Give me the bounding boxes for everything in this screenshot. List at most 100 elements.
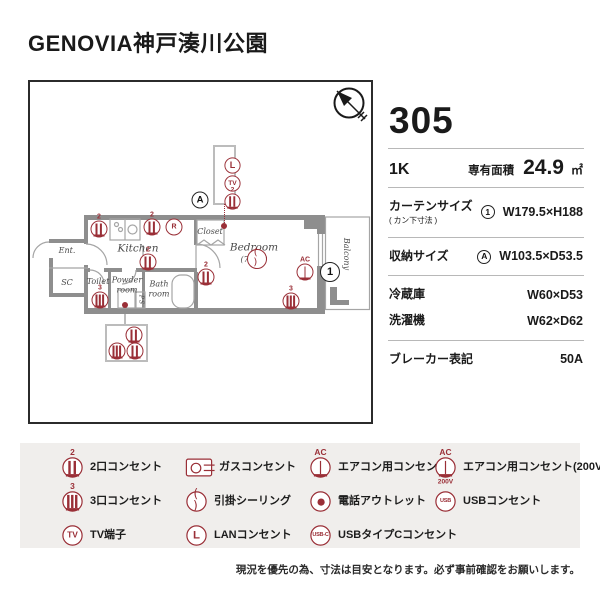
unit-info-panel: 305 1K 専有面積 24.9 ㎡ カーテンサイズ ( カン下寸法 ) 1 W… bbox=[388, 92, 584, 378]
divider bbox=[388, 236, 584, 238]
room-label-powder-room: Powder room bbox=[111, 275, 143, 294]
floor-plan-box: L TV 2 A Ent. SC Toilet Powder room Bath… bbox=[28, 80, 373, 424]
ac-outlet-icon: AC bbox=[310, 448, 331, 478]
washer-row: 洗濯機 W62×D62 bbox=[389, 308, 583, 334]
room-label-kitchen: Kitchen bbox=[117, 242, 159, 255]
marker-letter: A bbox=[196, 194, 204, 206]
legend-item: ガスコンセント bbox=[185, 450, 296, 484]
area-label: 専有面積 bbox=[468, 165, 515, 177]
marker-letter: A bbox=[481, 251, 488, 262]
layout-type: 1K bbox=[389, 161, 410, 178]
property-title: GENOVIA神戸湊川公園 bbox=[28, 31, 268, 56]
legend-column-3: AC エアコン用コンセント 電話アウトレット USB-C USBタイプCコンセン… bbox=[310, 448, 458, 552]
divider bbox=[388, 339, 584, 341]
legend-label: 引掛シーリング bbox=[214, 494, 291, 507]
room-label-closet: Closet bbox=[197, 227, 223, 237]
tv-terminal-icon: TV bbox=[224, 175, 241, 192]
phone-outlet-icon bbox=[310, 490, 331, 512]
tv-letter: TV bbox=[67, 530, 78, 540]
gas-outlet-icon bbox=[185, 458, 215, 476]
legend-item: 電話アウトレット bbox=[310, 484, 457, 518]
legend-column-2: ガスコンセント 引掛シーリング L LANコンセント bbox=[185, 450, 296, 552]
breaker-label: ブレーカー表記 bbox=[389, 351, 474, 366]
marker-letter: R bbox=[171, 223, 177, 231]
marker-number: 1 bbox=[485, 207, 491, 218]
tv-letter: TV bbox=[228, 180, 237, 187]
legend-label: LANコンセント bbox=[214, 528, 292, 541]
port-count: 3 bbox=[70, 482, 75, 491]
floor-plan: L TV 2 A Ent. SC Toilet Powder room Bath… bbox=[30, 82, 371, 422]
lan-outlet-icon: L bbox=[186, 524, 207, 546]
legend-label: USBタイプCコンセント bbox=[338, 528, 458, 541]
legend-item: USB-C USBタイプCコンセント bbox=[310, 518, 458, 552]
port-count: 2 bbox=[146, 246, 150, 254]
outlet-3-icon: 3 bbox=[62, 482, 83, 512]
legend-label: USBコンセント bbox=[463, 494, 542, 507]
room-label-bath-room: Bath room bbox=[148, 279, 170, 298]
tv-terminal-icon: TV bbox=[62, 524, 83, 546]
divider bbox=[388, 275, 584, 277]
legend-label: エアコン用コンセント bbox=[338, 460, 448, 473]
curtain-label-text: カーテンサイズ bbox=[389, 199, 473, 213]
compass-icon bbox=[333, 87, 368, 122]
legend-item: TV TV端子 bbox=[62, 518, 162, 552]
legend-label: 3口コンセント bbox=[90, 494, 163, 507]
symbol-legend: 2 2口コンセント 3 3口コンセント TV TV端子 ガスコンセント 引掛シー… bbox=[20, 443, 600, 548]
outlet-2-icon bbox=[125, 326, 143, 344]
divider bbox=[388, 148, 584, 149]
outlet-3-icon: 3 bbox=[91, 285, 109, 309]
ceiling-light-icon bbox=[186, 490, 207, 512]
callout-leader-line bbox=[223, 204, 225, 223]
legend-item: 3 3口コンセント bbox=[62, 482, 163, 518]
curtain-size-label: カーテンサイズ ( カン下寸法 ) bbox=[389, 199, 481, 226]
disclaimer-note: 現況を優先の為、寸法は目安となります。必ず事前確認をお願いします。 bbox=[235, 564, 580, 576]
outlet-2-icon: 2 bbox=[224, 187, 241, 210]
floor-plan-walls bbox=[32, 215, 371, 314]
legend-item: 2 2口コンセント bbox=[62, 448, 162, 484]
usb-outlet-icon: USB bbox=[435, 490, 456, 512]
room-label-entrance: Ent. bbox=[58, 246, 76, 256]
curtain-size-row: カーテンサイズ ( カン下寸法 ) 1 W179.5×H188 bbox=[388, 188, 584, 237]
storage-marker-a: A bbox=[191, 191, 209, 209]
divider bbox=[388, 187, 584, 188]
ac-label: AC bbox=[314, 448, 327, 457]
area-unit: ㎡ bbox=[570, 163, 583, 177]
fridge-label: 冷蔵庫 bbox=[389, 287, 426, 302]
usbc-letter: USB-C bbox=[312, 531, 329, 538]
legend-item: AC エアコン用コンセント bbox=[310, 448, 457, 484]
room-label-shoe-closet: SC bbox=[61, 278, 73, 288]
breaker-row: ブレーカー表記 50A bbox=[388, 341, 584, 379]
layout-area-row: 1K 専有面積 24.9 ㎡ bbox=[388, 149, 584, 187]
breaker-value: 50A bbox=[560, 352, 583, 367]
lan-letter: L bbox=[229, 160, 236, 171]
port-count: 2 bbox=[150, 211, 154, 219]
area-value: 24.9 bbox=[523, 156, 564, 179]
legend-label: 電話アウトレット bbox=[338, 494, 426, 507]
storage-size-label: 収納サイズ bbox=[389, 248, 449, 263]
phone-outlet-dot bbox=[122, 302, 128, 308]
ceiling-light-icon bbox=[247, 249, 267, 269]
outlet-2-icon: 2 bbox=[197, 262, 215, 286]
outlet-2-icon: 2 bbox=[139, 247, 157, 271]
port-count: 2 bbox=[230, 186, 235, 194]
port-count: 3 bbox=[98, 284, 102, 292]
port-count: 2 bbox=[97, 213, 101, 221]
ac-outlet-icon: AC bbox=[296, 257, 314, 281]
legend-item: L LANコンセント bbox=[186, 518, 296, 552]
ac-label: AC bbox=[299, 256, 311, 264]
callout-connector bbox=[124, 314, 126, 325]
port-count: 2 bbox=[70, 448, 75, 457]
lan-letter: L bbox=[193, 528, 200, 542]
voltage-label: 200V bbox=[437, 477, 454, 485]
outlet-3-icon bbox=[108, 342, 126, 360]
fridge-row: 冷蔵庫 W60×D53 bbox=[389, 282, 583, 308]
marker-number: 1 bbox=[326, 265, 334, 278]
storage-marker-a: A bbox=[477, 249, 492, 264]
unit-number: 305 bbox=[389, 100, 454, 141]
storage-size-value: W103.5×D53.5 bbox=[499, 249, 583, 264]
usb-letter: USB bbox=[440, 497, 451, 504]
appliance-rows: 冷蔵庫 W60×D53 洗濯機 W62×D62 bbox=[388, 276, 584, 339]
